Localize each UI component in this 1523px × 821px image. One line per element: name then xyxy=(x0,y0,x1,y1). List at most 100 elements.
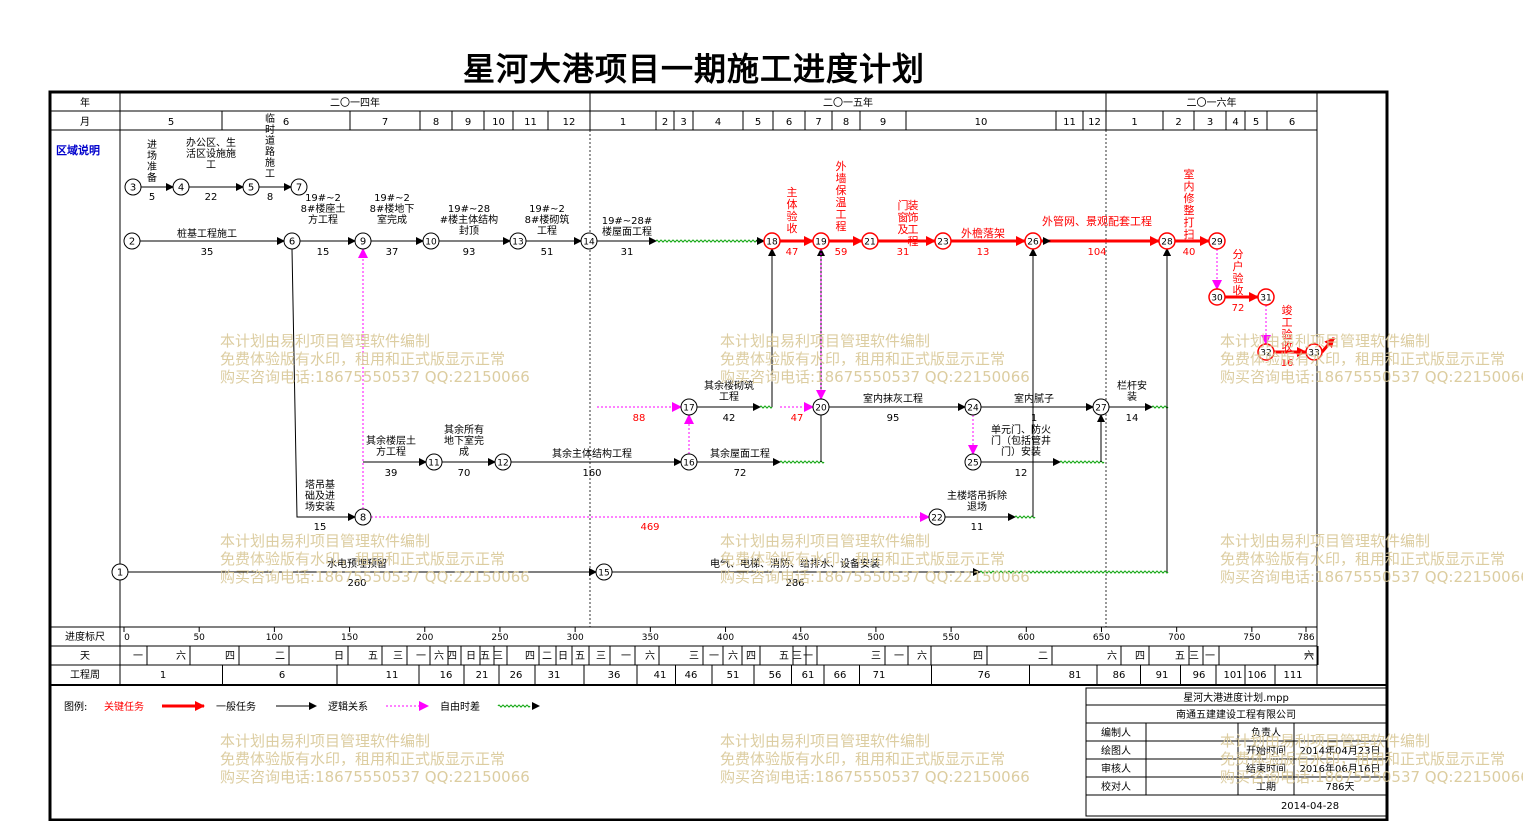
region-label: 区域说明 xyxy=(56,143,100,157)
label-char: 场 xyxy=(147,149,157,162)
info-label: 开始时间 xyxy=(1246,744,1286,757)
node-number: 4 xyxy=(178,183,184,194)
node-number: 31 xyxy=(1260,294,1271,304)
info-frame xyxy=(1085,687,1388,817)
label-line: 主楼塔吊拆除 xyxy=(947,489,1007,502)
node-circle xyxy=(964,453,982,471)
scale-tick: 250 xyxy=(491,633,508,643)
task-duration: 70 xyxy=(458,468,471,479)
task-duration: 15 xyxy=(317,247,330,258)
day-cell: 二 xyxy=(542,651,552,662)
month-cell: 2 xyxy=(1175,117,1181,128)
label-char: 施 xyxy=(265,156,275,169)
label-char: 临 xyxy=(265,112,275,125)
node-circle xyxy=(354,508,372,526)
month-cell: 10 xyxy=(975,117,988,128)
day-cell: 三 xyxy=(871,651,881,662)
day-cell: 四 xyxy=(525,651,535,662)
free-float-wave xyxy=(1151,405,1169,409)
label-line: 塔吊基 xyxy=(305,478,335,491)
label-char: 墙 xyxy=(836,171,847,185)
node-number: 17 xyxy=(683,404,694,414)
week-cell: 26 xyxy=(510,670,523,681)
label-char: 修 xyxy=(1184,191,1195,205)
task-duration: 14 xyxy=(1126,413,1139,424)
label-char: 及 xyxy=(898,223,909,236)
label-line: 退场 xyxy=(967,500,987,513)
task-name: 室内抹灰工程 xyxy=(863,392,923,405)
label-char: 收 xyxy=(787,221,798,235)
week-cell: 31 xyxy=(548,670,561,681)
label-char: 打 xyxy=(1184,215,1195,229)
week-cell: 6 xyxy=(279,670,285,681)
scale-tick: 50 xyxy=(193,633,205,643)
day-cell: 六 xyxy=(645,650,655,662)
year-cell: 二〇一四年 xyxy=(330,96,380,109)
node-circle xyxy=(763,232,781,250)
day-cell: 六 xyxy=(176,650,186,662)
month-cell: 9 xyxy=(465,117,471,128)
month-cell: 7 xyxy=(815,117,821,128)
label-char: 验 xyxy=(1282,327,1293,341)
info-label: 审核人 xyxy=(1101,762,1131,775)
node-number: 14 xyxy=(583,238,595,248)
week-cell: 51 xyxy=(727,670,740,681)
free-float-wave xyxy=(655,239,761,243)
label-line: 其余楼层土 xyxy=(366,434,416,447)
node-number: 18 xyxy=(766,238,778,248)
day-cell: 四 xyxy=(746,651,756,662)
month-cell: 6 xyxy=(786,117,792,128)
day-cell: 五 xyxy=(1175,651,1185,662)
node-number: 21 xyxy=(864,238,875,248)
label-line: 装 xyxy=(1127,390,1137,403)
label-char: 收 xyxy=(1233,283,1244,297)
node-number: 13 xyxy=(512,238,523,248)
scale-tick: 400 xyxy=(717,633,734,643)
task-name: 水电预埋预留 xyxy=(327,557,387,570)
month-cell: 11 xyxy=(524,117,537,128)
task-duration: 260 xyxy=(347,578,366,589)
label-line: 方工程 xyxy=(376,445,406,458)
legend-critical-label: 关键任务 xyxy=(104,700,144,713)
node-number: 33 xyxy=(1308,349,1319,359)
task-duration: 31 xyxy=(621,247,634,258)
legend-float-label: 自由时差 xyxy=(440,700,480,713)
free-float-value: 88 xyxy=(633,413,646,424)
task-duration: 104 xyxy=(1087,247,1106,258)
free-float-wave xyxy=(779,460,825,464)
task-duration: 15 xyxy=(314,522,327,533)
info-value: 2016年06月16日 xyxy=(1300,762,1381,775)
free-float-wave xyxy=(979,570,1169,574)
label-char: 时 xyxy=(265,124,275,136)
task-duration: 1 xyxy=(1031,413,1037,424)
day-cell: 四 xyxy=(973,651,983,662)
label-char: 饰 xyxy=(908,210,919,224)
node-number: 8 xyxy=(360,513,366,524)
month-cell: 2 xyxy=(662,117,668,128)
day-cell: 一 xyxy=(709,651,719,662)
scale-tick: 650 xyxy=(1093,633,1110,643)
scale-tick: 450 xyxy=(792,633,809,643)
label-line: 办公区、生 xyxy=(186,136,236,149)
scale-tick: 0 xyxy=(124,633,130,643)
label-char: 装 xyxy=(908,199,919,212)
node-circle xyxy=(580,232,598,250)
label-char: 竣 xyxy=(1282,303,1293,317)
label-char: 工 xyxy=(265,169,275,180)
label-char: 道 xyxy=(265,134,275,147)
month-cell: 5 xyxy=(168,117,174,128)
day-cell: 二 xyxy=(1038,651,1048,662)
legend-logic-label: 逻辑关系 xyxy=(328,700,368,713)
node-circle xyxy=(1092,398,1110,416)
day-cell: 四 xyxy=(1135,651,1145,662)
month-cell: 12 xyxy=(563,117,576,128)
scale-tick: 100 xyxy=(266,633,283,643)
